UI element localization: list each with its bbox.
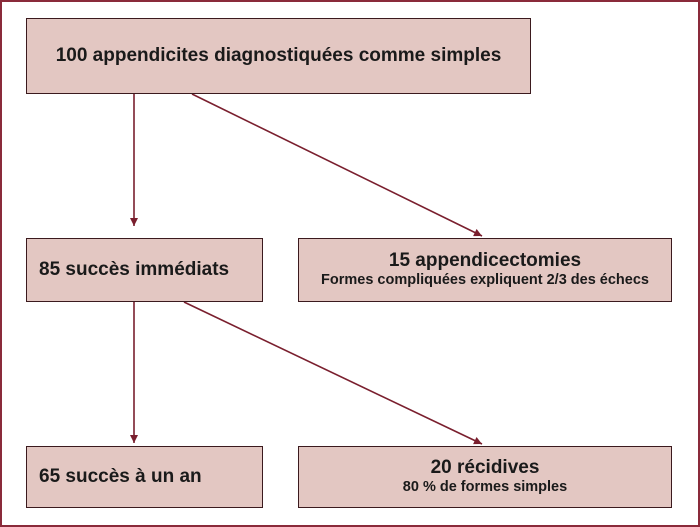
- node-recidives-title: 20 récidives: [430, 457, 540, 479]
- node-recidives-subtitle: 80 % de formes simples: [402, 479, 568, 496]
- node-one-year-success: 65 succès à un an: [26, 446, 263, 508]
- arrow-root-to-appendicectomies: [191, 93, 483, 237]
- node-recidives: 20 récidives 80 % de formes simples: [298, 446, 672, 508]
- node-immediate-success-title: 85 succès immédiats: [39, 259, 230, 281]
- node-appendicectomies: 15 appendicectomies Formes compliquées e…: [298, 238, 672, 302]
- node-one-year-success-title: 65 succès à un an: [39, 466, 202, 488]
- node-root-title: 100 appendicites diagnostiquées comme si…: [55, 45, 502, 67]
- node-immediate-success: 85 succès immédiats: [26, 238, 263, 302]
- node-root: 100 appendicites diagnostiquées comme si…: [26, 18, 531, 94]
- node-appendicectomies-title: 15 appendicectomies: [388, 250, 582, 272]
- node-appendicectomies-subtitle: Formes compliquées expliquent 2/3 des éc…: [321, 272, 649, 289]
- arrow-success-to-recidives: [183, 301, 483, 445]
